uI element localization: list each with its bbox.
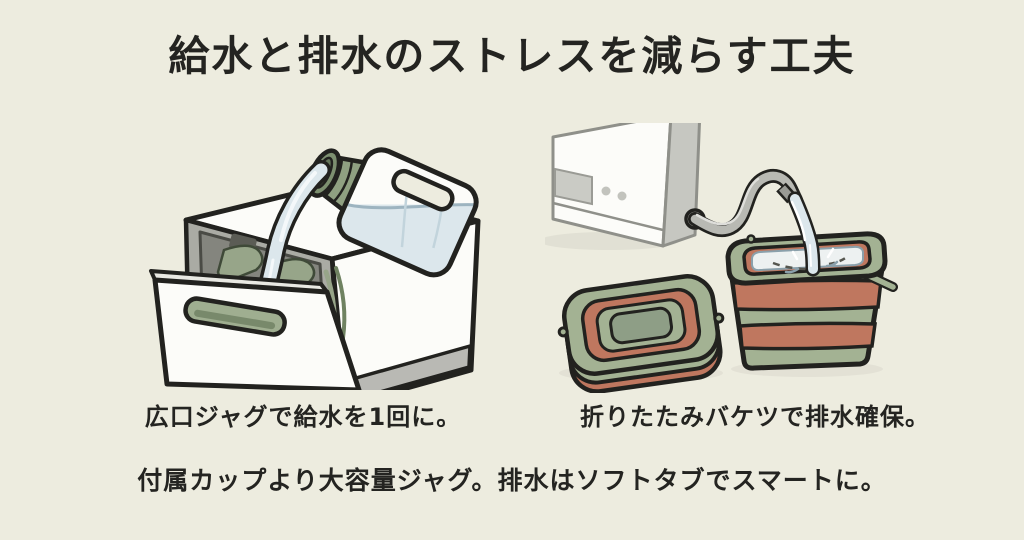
drain-bucket-figure [545, 123, 955, 393]
control-display [554, 167, 593, 206]
open-collapsible-bucket [725, 231, 898, 371]
drain-hose [688, 168, 803, 238]
jug-handle-hole [391, 168, 455, 212]
draining-water-stream [784, 191, 839, 277]
dishwasher-door-open [149, 269, 362, 390]
control-button [617, 191, 627, 201]
page-title: 給水と排水のストレスを減らす工夫 [168, 32, 856, 80]
jug-filling-figure [130, 110, 490, 390]
drain-bucket-illustration [545, 123, 898, 393]
right-caption: 折りたたみバケツで排水確保。 [580, 403, 930, 431]
dishwasher-corner [545, 123, 706, 250]
jug-filling-illustration [149, 147, 481, 390]
left-caption: 広口ジャグで給水を1回に。 [144, 403, 462, 431]
folded-collapsible-bucket [557, 274, 725, 393]
door-handle [183, 296, 287, 337]
control-button [601, 186, 611, 196]
footer-note: 付属カップより大容量ジャグ。排水はソフトタブでスマートに。 [137, 466, 887, 495]
